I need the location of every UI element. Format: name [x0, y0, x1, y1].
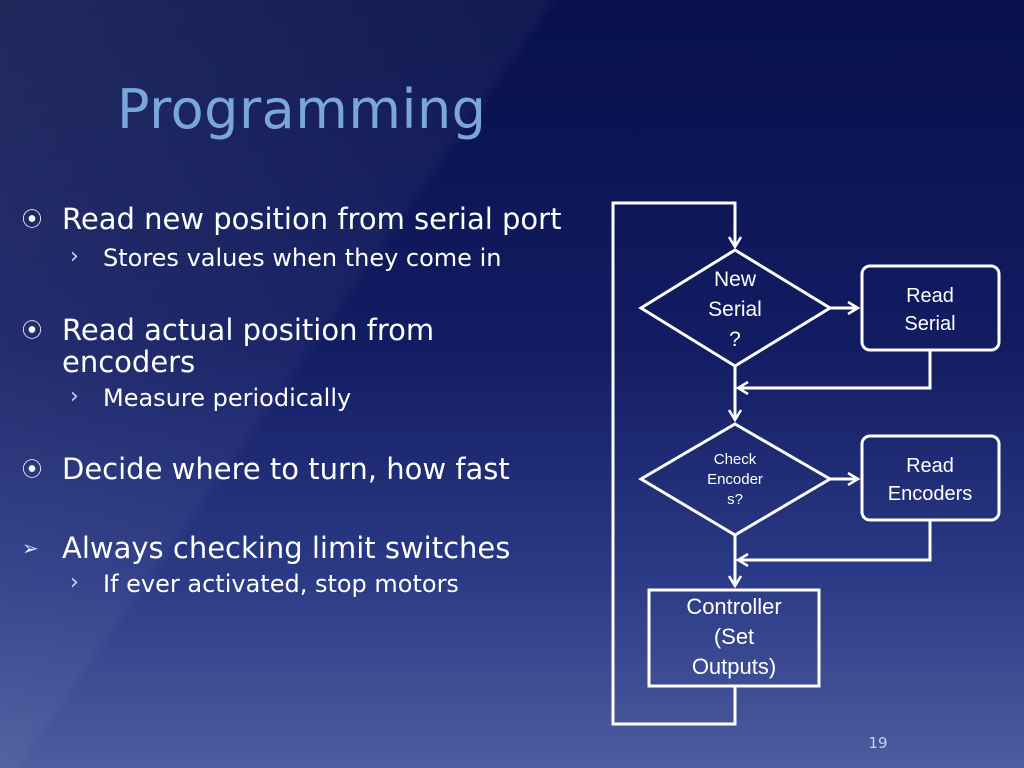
bullet-marker-icon: ⦿ — [22, 318, 42, 342]
read-serial-line-2: Serial — [904, 313, 955, 335]
bullet-text: Read new position from serial port — [62, 202, 562, 236]
controller-line-1: Controller — [686, 594, 781, 619]
process-read-encoders-shape — [860, 434, 1001, 522]
bullet-text: Decide where to turn, how fast — [62, 452, 510, 486]
arrow-bullet-marker-icon: ➢ — [22, 536, 39, 560]
slide-number: 19 — [868, 734, 888, 752]
sub-bullet-text: Stores values when they come in — [103, 244, 502, 272]
sub-bullet-marker-icon: › — [70, 244, 79, 269]
controller-line-3: Outputs) — [692, 654, 776, 679]
controller-line-2: (Set — [714, 624, 754, 649]
read-serial-line-1: Read — [906, 285, 954, 307]
read-encoders-line-1: Read — [906, 455, 954, 477]
loop-back-connector — [611, 201, 735, 726]
process-controller-shape — [647, 588, 821, 688]
bullet-marker-icon: ⦿ — [22, 457, 42, 481]
new-serial-line-3: ? — [729, 328, 741, 351]
check-encoders-line-1: Check — [714, 451, 757, 468]
process-read-serial-shape — [860, 264, 1001, 352]
read-serial-return-connector — [738, 350, 932, 388]
sub-bullet-marker-icon: › — [70, 570, 79, 595]
check-encoders-line-2: Encoder — [707, 471, 763, 488]
bullet-text: Read actual position from encoders — [62, 313, 435, 379]
sub-bullet-text: If ever activated, stop motors — [103, 570, 459, 598]
read-encoders-line-2: Encoders — [888, 483, 973, 505]
sub-bullet-marker-icon: › — [70, 384, 79, 409]
slide-title: Programming — [117, 78, 487, 141]
new-serial-line-2: Serial — [708, 298, 762, 321]
sub-bullet-text: Measure periodically — [103, 384, 352, 412]
read-encoders-return-connector — [738, 520, 932, 560]
new-serial-line-1: New — [714, 268, 757, 291]
bullet-marker-icon: ⦿ — [22, 207, 42, 231]
bullet-text: Always checking limit switches — [62, 531, 511, 565]
check-encoders-line-3: s? — [727, 491, 743, 508]
